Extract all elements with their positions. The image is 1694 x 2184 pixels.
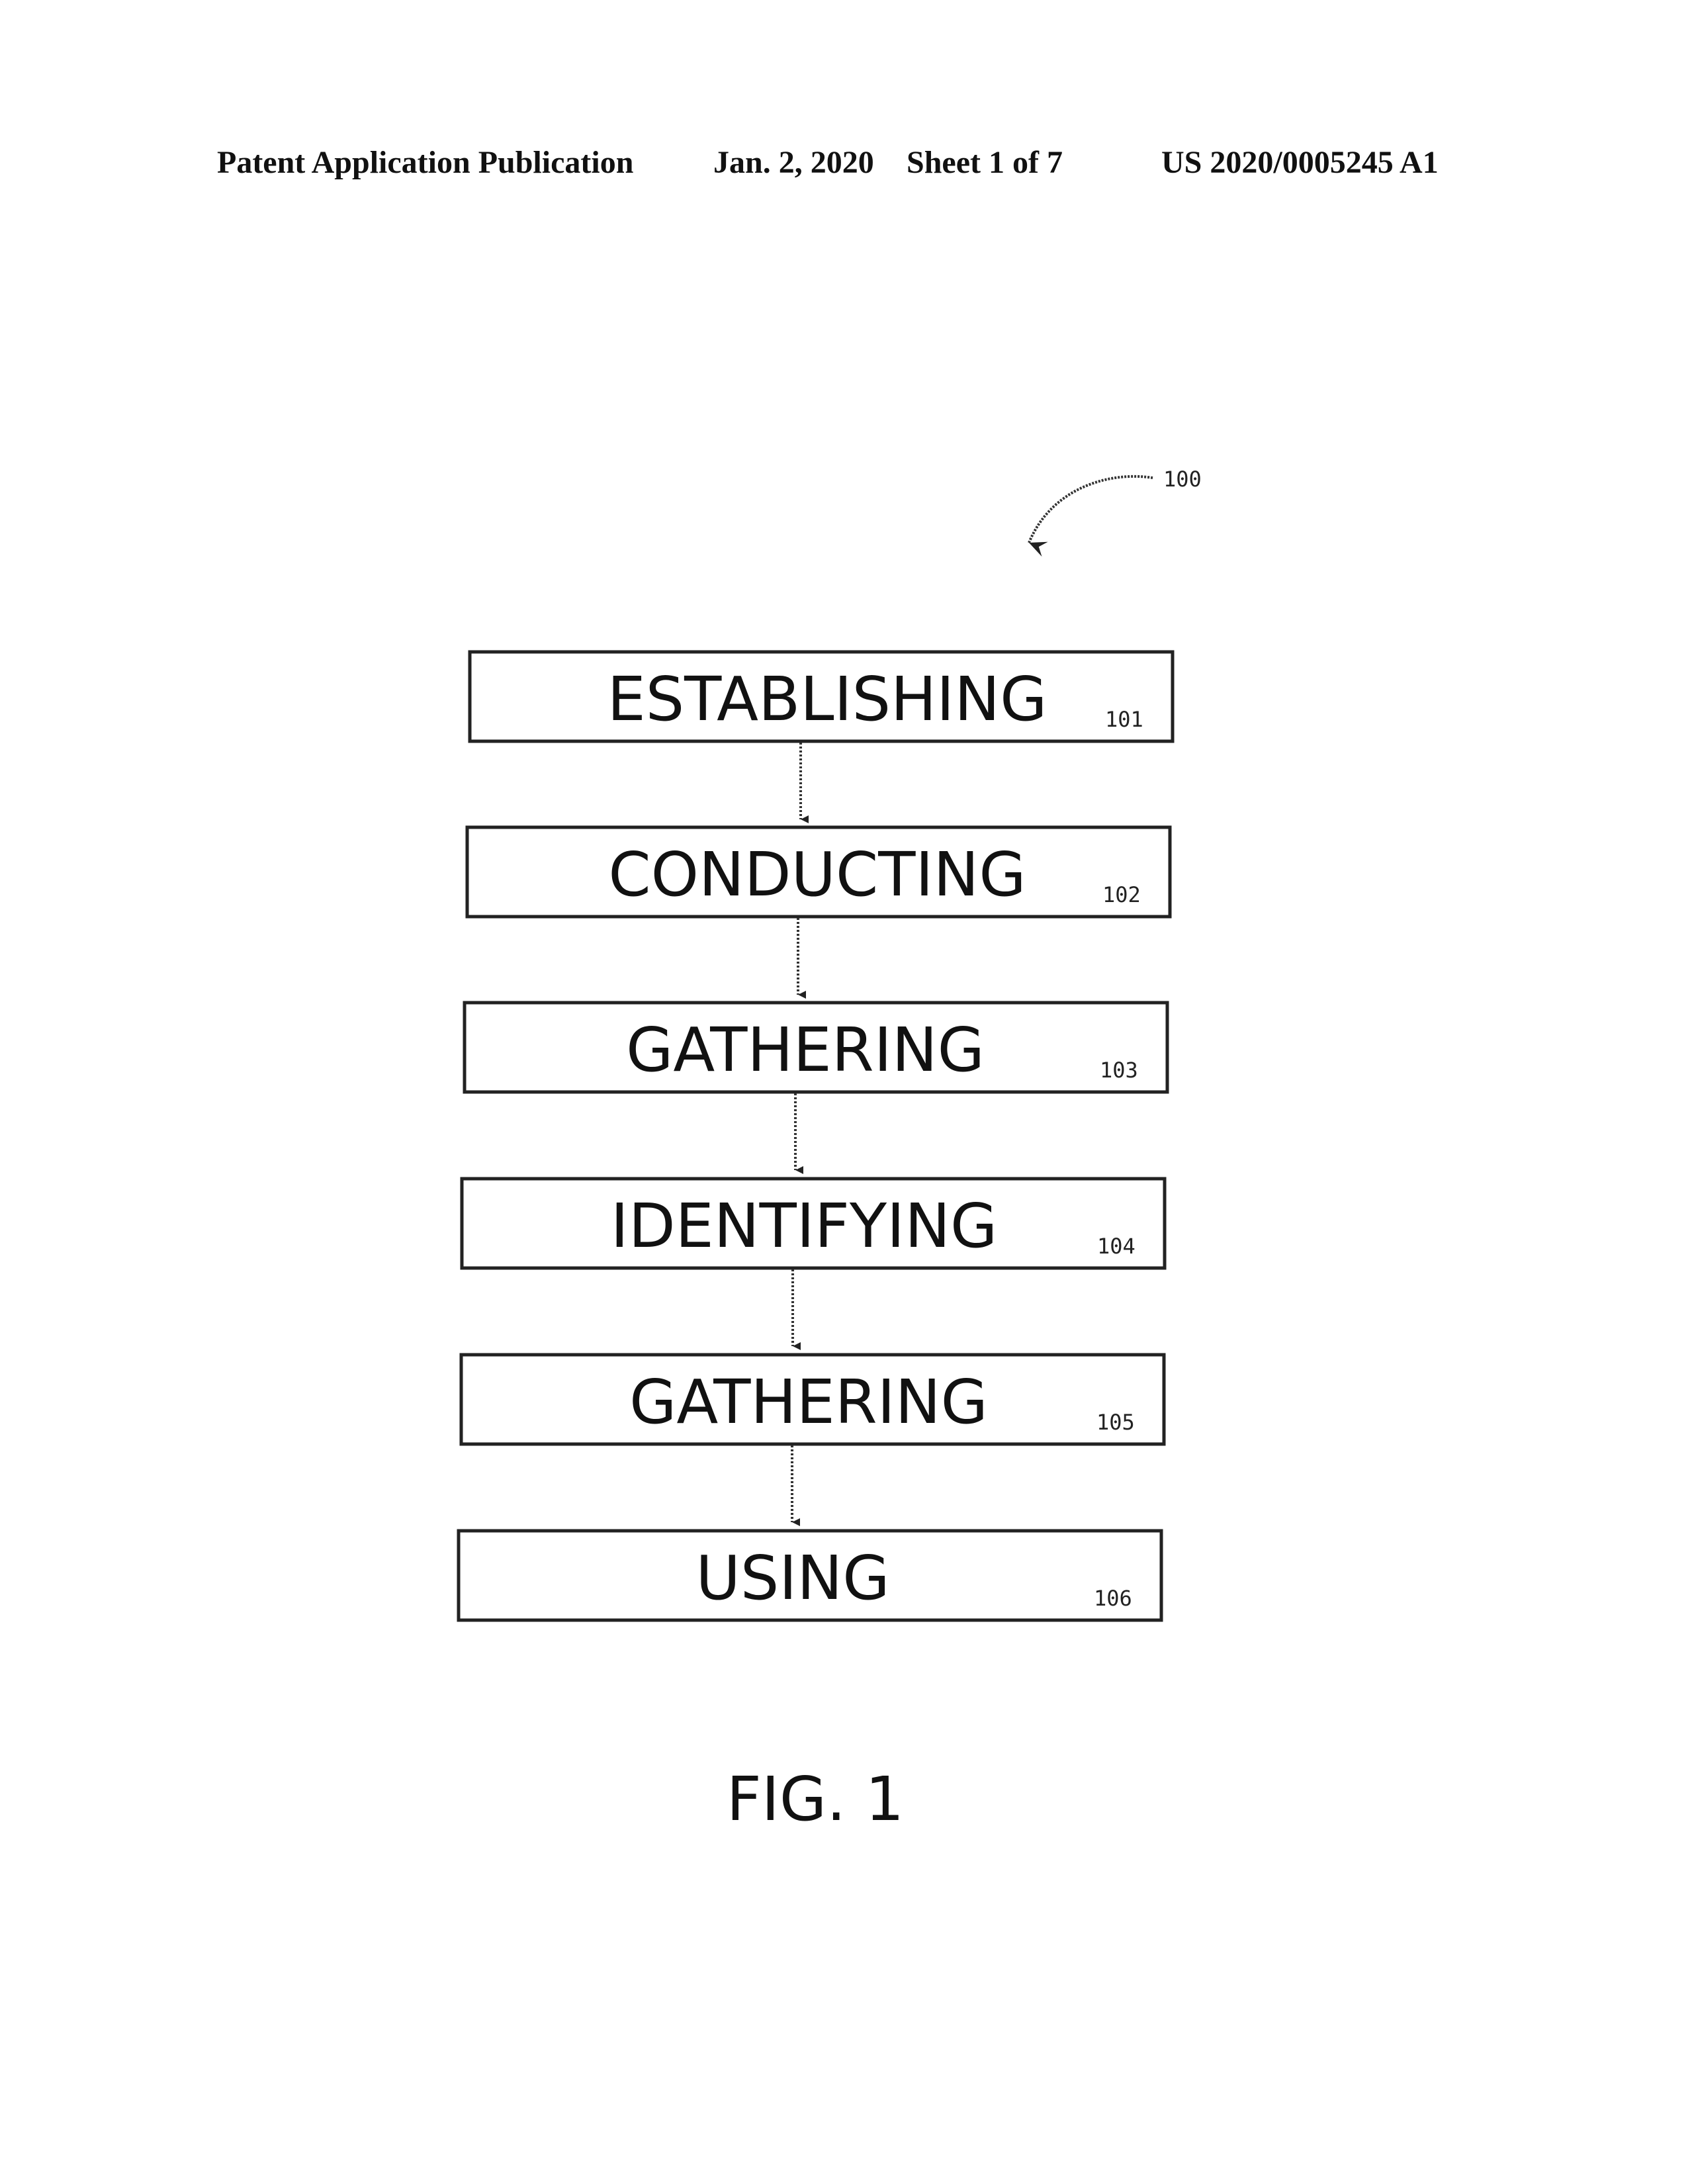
step-box-4: IDENTIFYING 104 [460, 1177, 1167, 1270]
step-box-3: GATHERING 103 [463, 1001, 1169, 1094]
step-label: USING [696, 1543, 890, 1614]
step-label: GATHERING [629, 1367, 988, 1437]
step-ref: 103 [1100, 1058, 1138, 1083]
step-box-1: ESTABLISHING 101 [468, 650, 1175, 743]
step-ref: 102 [1102, 882, 1141, 907]
step-box-5: GATHERING 105 [459, 1353, 1166, 1446]
publication-date: Jan. 2, 2020 [713, 145, 874, 180]
sheet-number: Sheet 1 of 7 [907, 145, 1063, 180]
overall-ref-number: 100 [1163, 467, 1202, 492]
publication-number: US 2020/0005245 A1 [1161, 145, 1439, 180]
step-label: CONDUCTING [608, 839, 1026, 910]
step-box-2: CONDUCTING 102 [465, 825, 1172, 919]
step-box-6: USING 106 [457, 1529, 1163, 1622]
overall-ref-leader-arrow [1028, 475, 1153, 557]
step-ref: 106 [1094, 1586, 1132, 1611]
step-ref: 104 [1097, 1234, 1136, 1259]
step-ref: 101 [1105, 707, 1143, 732]
step-label: IDENTIFYING [611, 1191, 998, 1261]
publication-label: Patent Application Publication [217, 145, 634, 180]
step-ref: 105 [1096, 1410, 1135, 1435]
step-label: ESTABLISHING [607, 664, 1048, 735]
figure-caption: FIG. 1 [727, 1764, 904, 1835]
step-label: GATHERING [626, 1015, 985, 1085]
